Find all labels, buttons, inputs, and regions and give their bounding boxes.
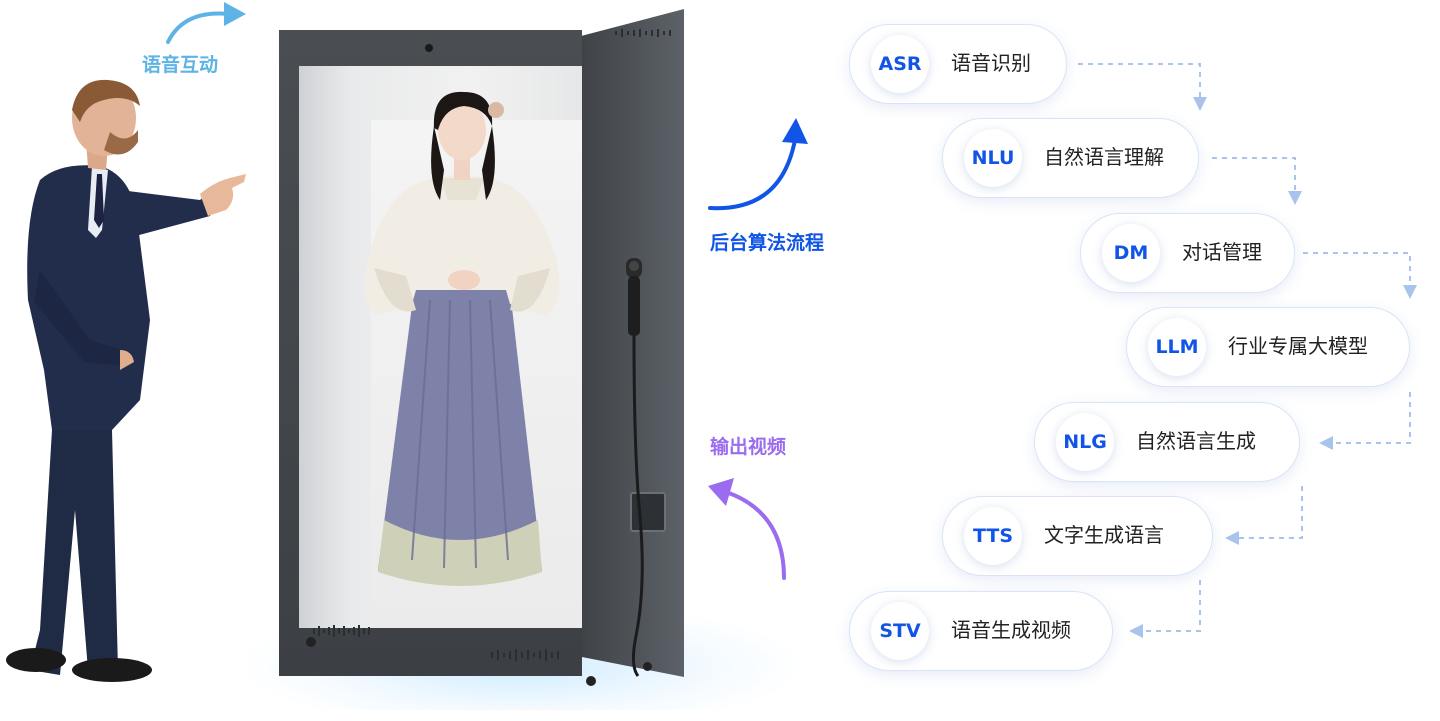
backend-arrow-icon <box>708 118 808 211</box>
wheel-icon <box>586 676 596 686</box>
step-abbr: ASR <box>871 35 929 93</box>
connector-asr-nlu <box>1078 63 1207 111</box>
step-label: 行业专属大模型 <box>1228 334 1368 358</box>
connector-nlg-tts <box>1225 486 1303 545</box>
connector-nlu-dm <box>1212 157 1302 205</box>
step-label: 语音生成视频 <box>951 618 1071 642</box>
connector-tts-stv <box>1129 580 1201 638</box>
camera-icon <box>425 44 433 52</box>
step-stv: STV 语音生成视频 <box>849 591 1113 671</box>
step-llm: LLM 行业专属大模型 <box>1126 307 1410 387</box>
step-nlu: NLU 自然语言理解 <box>942 118 1199 198</box>
step-abbr: DM <box>1102 224 1160 282</box>
speaker-grille-icon <box>615 29 671 37</box>
step-abbr: STV <box>871 602 929 660</box>
wheel-icon <box>643 662 652 671</box>
step-abbr: LLM <box>1148 318 1206 376</box>
output-video-label: 输出视频 <box>710 436 787 458</box>
backend-process-label: 后台算法流程 <box>710 232 825 254</box>
voice-interaction-label: 语音互动 <box>142 54 219 76</box>
step-label: 自然语言生成 <box>1136 429 1256 453</box>
digital-human-avatar <box>364 91 560 586</box>
connector-llm-nlg <box>1319 392 1411 450</box>
speaker-grille-icon <box>491 649 559 661</box>
step-label: 文字生成语言 <box>1044 523 1164 547</box>
step-label: 语音识别 <box>951 51 1031 75</box>
step-dm: DM 对话管理 <box>1080 213 1295 293</box>
voice-arrow-icon <box>166 2 246 44</box>
microphone-icon <box>626 258 644 677</box>
step-tts: TTS 文字生成语言 <box>942 496 1213 576</box>
step-asr: ASR 语音识别 <box>849 24 1067 104</box>
step-abbr: NLU <box>964 129 1022 187</box>
step-label: 对话管理 <box>1182 240 1262 264</box>
speaker-grille-icon <box>313 625 370 637</box>
step-label: 自然语言理解 <box>1044 145 1164 169</box>
card-slot <box>630 492 666 532</box>
step-abbr: NLG <box>1056 413 1114 471</box>
output-arrow-icon <box>708 478 786 580</box>
step-abbr: TTS <box>964 507 1022 565</box>
connector-dm-llm <box>1303 252 1417 299</box>
wheel-icon <box>306 637 316 647</box>
person-illustration <box>6 79 246 682</box>
step-nlg: NLG 自然语言生成 <box>1034 402 1300 482</box>
